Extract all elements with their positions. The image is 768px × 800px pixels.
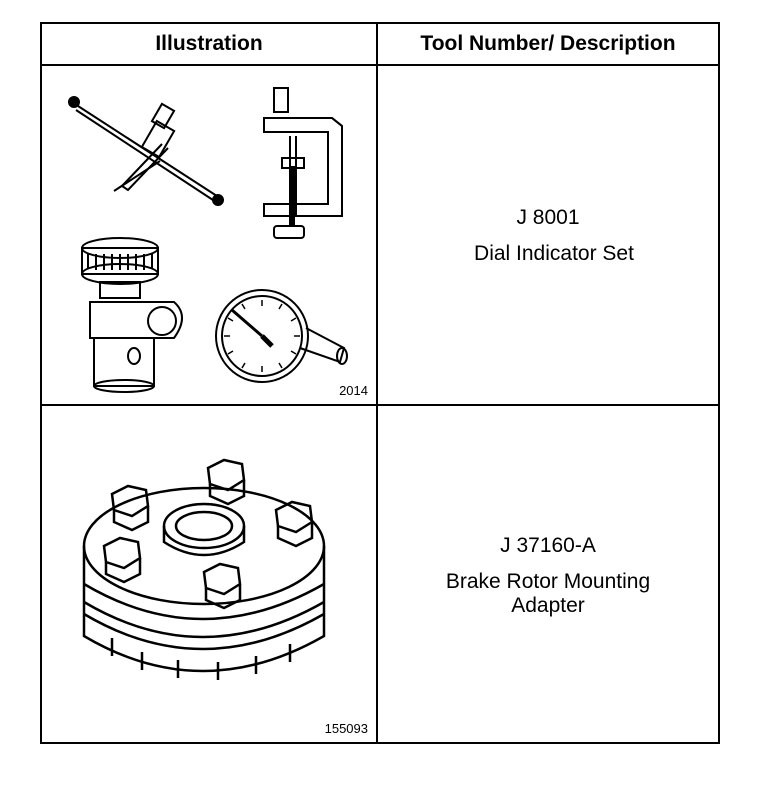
dial-indicator-set-icon: [68, 87, 348, 393]
figure-number: 2014: [339, 383, 368, 398]
description-line: Brake Rotor Mounting: [445, 570, 651, 593]
tool-description: Brake Rotor Mounting Adapter: [378, 570, 718, 618]
illustration-cell: 155093: [42, 406, 378, 742]
tool-table: Illustration Tool Number/ Description: [40, 22, 720, 744]
table-row: 155093 J 37160-A Brake Rotor Mounting Ad…: [42, 406, 718, 742]
tool-number: J 37160-A: [500, 534, 596, 557]
tool-description: Dial Indicator Set: [474, 242, 634, 265]
table-row: 2014 J 8001 Dial Indicator Set: [42, 66, 718, 406]
tool-description-cell: J 37160-A Brake Rotor Mounting Adapter: [378, 406, 718, 742]
header-illustration: Illustration: [42, 24, 378, 66]
tool-number: J 8001: [516, 206, 580, 229]
header-tool-description: Tool Number/ Description: [378, 24, 718, 66]
tool-description-cell: J 8001 Dial Indicator Set: [378, 66, 718, 404]
description-line: Adapter: [511, 594, 585, 617]
figure-number: 155093: [324, 721, 368, 736]
illustration-cell: 2014: [42, 66, 378, 404]
brake-rotor-adapter-icon: [82, 458, 326, 680]
